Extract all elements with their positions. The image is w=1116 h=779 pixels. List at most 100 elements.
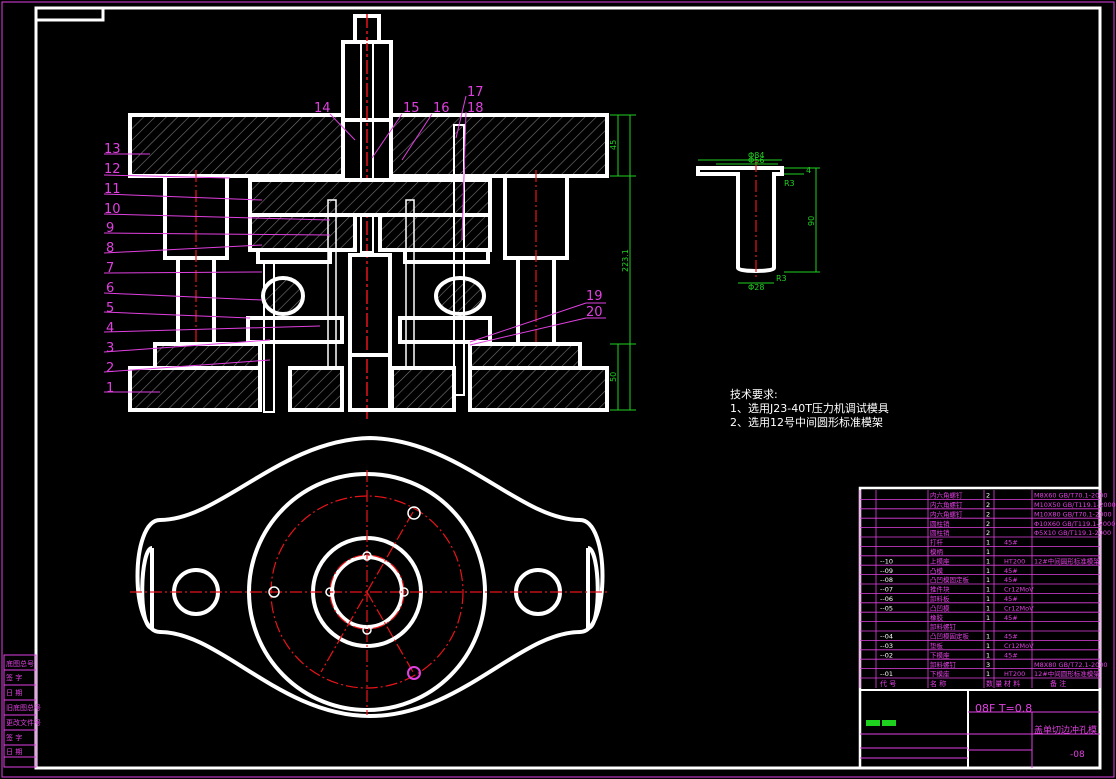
bom-cell-code: --07 xyxy=(880,586,893,594)
screw-hole xyxy=(268,586,280,598)
ejector-rod xyxy=(360,41,374,253)
bom-cell-name: 内六角螺钉 xyxy=(930,491,963,500)
dim-bottom-radius: R3 xyxy=(776,274,787,283)
drawing-frame xyxy=(34,6,1102,770)
pin-hole xyxy=(362,625,372,635)
part-number: 5 xyxy=(106,301,114,316)
side-label: 签 字 xyxy=(6,673,22,682)
punch-die xyxy=(348,253,392,357)
stripper-plate-right xyxy=(403,248,490,264)
dim-outer-dia: Φ84 xyxy=(748,151,764,160)
dim-base-plate: 50 xyxy=(609,372,618,382)
part-number: 16 xyxy=(433,101,450,116)
plan-diagonal xyxy=(320,511,414,673)
bom-header-cell: 数 量 xyxy=(986,679,1002,688)
dim-flange: 4 xyxy=(806,166,811,175)
bom-cell-code: --08 xyxy=(880,576,893,584)
clamp-slot-left xyxy=(140,546,154,630)
lower-die-seat-mid-right xyxy=(390,366,456,412)
die-set-outline xyxy=(135,435,605,719)
bom-cell-qty: 1 xyxy=(986,604,990,612)
part-detail: Φ84 Φ56 R3 4 90 R3 Φ28 xyxy=(696,151,820,292)
bom-cell-mat: 45# xyxy=(1004,567,1018,575)
lower-die-seat-mid-left xyxy=(288,366,344,412)
upper-die-seat-right xyxy=(389,113,609,178)
bom-cell-qty: 1 xyxy=(986,539,990,547)
bom-cell-code: --03 xyxy=(880,642,893,650)
bom-cell-qty: 1 xyxy=(986,642,990,650)
bom-cell-code: --09 xyxy=(880,567,893,575)
dim-step-radius: R3 xyxy=(784,179,795,188)
bom-cell-code: --06 xyxy=(880,595,893,603)
tech-req-title: 技术要求: xyxy=(730,388,778,401)
part-number: 18 xyxy=(467,101,484,116)
title-block-mark xyxy=(866,720,880,726)
bom-cell-name: 模柄 xyxy=(930,547,944,556)
plan-diagonal-3 xyxy=(366,591,414,673)
bom-cell-qty: 1 xyxy=(986,557,990,565)
part-number: 1 xyxy=(106,381,114,396)
bom-cell-note: M8X80 GB/T72.1-2000 xyxy=(1034,661,1108,669)
bom-cell-mat: 45# xyxy=(1004,614,1018,622)
bom-cell-code: --04 xyxy=(880,633,893,641)
bom-cell-qty: 1 xyxy=(986,595,990,603)
bom-cell-note: Φ5X10 GB/T119.1-2000 xyxy=(1034,529,1111,537)
part-number: 8 xyxy=(106,241,114,256)
bom-cell-mat: 45# xyxy=(1004,576,1018,584)
pin-hole xyxy=(399,587,409,597)
bom-cell-name: 打杆 xyxy=(930,538,944,547)
bom-cell-mat: HT200 xyxy=(1004,670,1025,678)
bom-cell-note: M10X50 GB/T119.1-2000 xyxy=(1034,501,1116,509)
bom-cell-name: 下模座 xyxy=(930,650,950,659)
part-number: 10 xyxy=(104,202,121,217)
bom-cell-note: Φ10X60 GB/T119.1-2000 xyxy=(1034,520,1115,528)
bom-cell-name: 卸料螺钉 xyxy=(930,660,957,669)
bom-cell-qty: 1 xyxy=(986,633,990,641)
bom-cell-qty: 1 xyxy=(986,548,990,556)
pin-hole xyxy=(325,587,335,597)
part-number: 2 xyxy=(106,361,114,376)
dim-mid-dia: Φ56 xyxy=(748,156,764,165)
tech-req-line: 1、选用J23-40T压力机调试模具 xyxy=(730,401,889,415)
bom-cell-qty: 3 xyxy=(986,661,990,669)
section-view xyxy=(128,14,609,420)
side-revision-strip: 底图总号 签 字 日 期 旧底图总号 更改文件号 签 字 日 期 xyxy=(3,654,41,768)
bom-header-cell: 备 注 xyxy=(1050,679,1066,688)
bom-cell-mat: Cr12MoV xyxy=(1004,586,1034,594)
lower-die-seat-right xyxy=(468,366,609,412)
rubber-left xyxy=(261,276,305,316)
die-plate-left xyxy=(246,316,344,344)
bom-cell-mat: 45# xyxy=(1004,595,1018,603)
clamp-slot-right xyxy=(586,546,600,630)
bom-header-cell: 材 料 xyxy=(1004,679,1020,688)
bom-cell-qty: 1 xyxy=(986,567,990,575)
bom-cell-qty: 2 xyxy=(986,492,990,500)
part-number: 12 xyxy=(104,162,121,177)
bom-cell-note: 12#中间圆形标准模架 xyxy=(1034,556,1100,565)
part-number: 17 xyxy=(467,85,484,100)
bom-cell-mat: 45# xyxy=(1004,633,1018,641)
bom-cell-qty: 1 xyxy=(986,614,990,622)
bom-cell-qty: 1 xyxy=(986,651,990,659)
punch-plate-right xyxy=(378,213,492,252)
upper-die-seat-left xyxy=(128,113,345,178)
bom-header-cell: 代 号 xyxy=(880,679,896,688)
bom-cell-name: 卸料螺钉 xyxy=(930,622,957,631)
bom-cell-name: 凸凹模固定板 xyxy=(930,632,970,641)
bom-cell-qty: 2 xyxy=(986,529,990,537)
bom-cell-name: 下模座 xyxy=(930,669,950,678)
side-label: 日 期 xyxy=(6,689,22,697)
plan-view xyxy=(130,435,610,719)
screw-hole xyxy=(407,506,421,520)
bom-cell-name: 凸凹模固定板 xyxy=(930,575,970,584)
punch-plate-left xyxy=(248,213,357,252)
part-number: 9 xyxy=(106,221,114,236)
part-number: 14 xyxy=(314,101,331,116)
part-number: 20 xyxy=(586,305,603,320)
part-number: 4 xyxy=(106,321,114,336)
side-label: 日 期 xyxy=(6,748,22,756)
bom-cell-name: 圆柱销 xyxy=(930,519,950,528)
bom-cell-qty: 2 xyxy=(986,520,990,528)
